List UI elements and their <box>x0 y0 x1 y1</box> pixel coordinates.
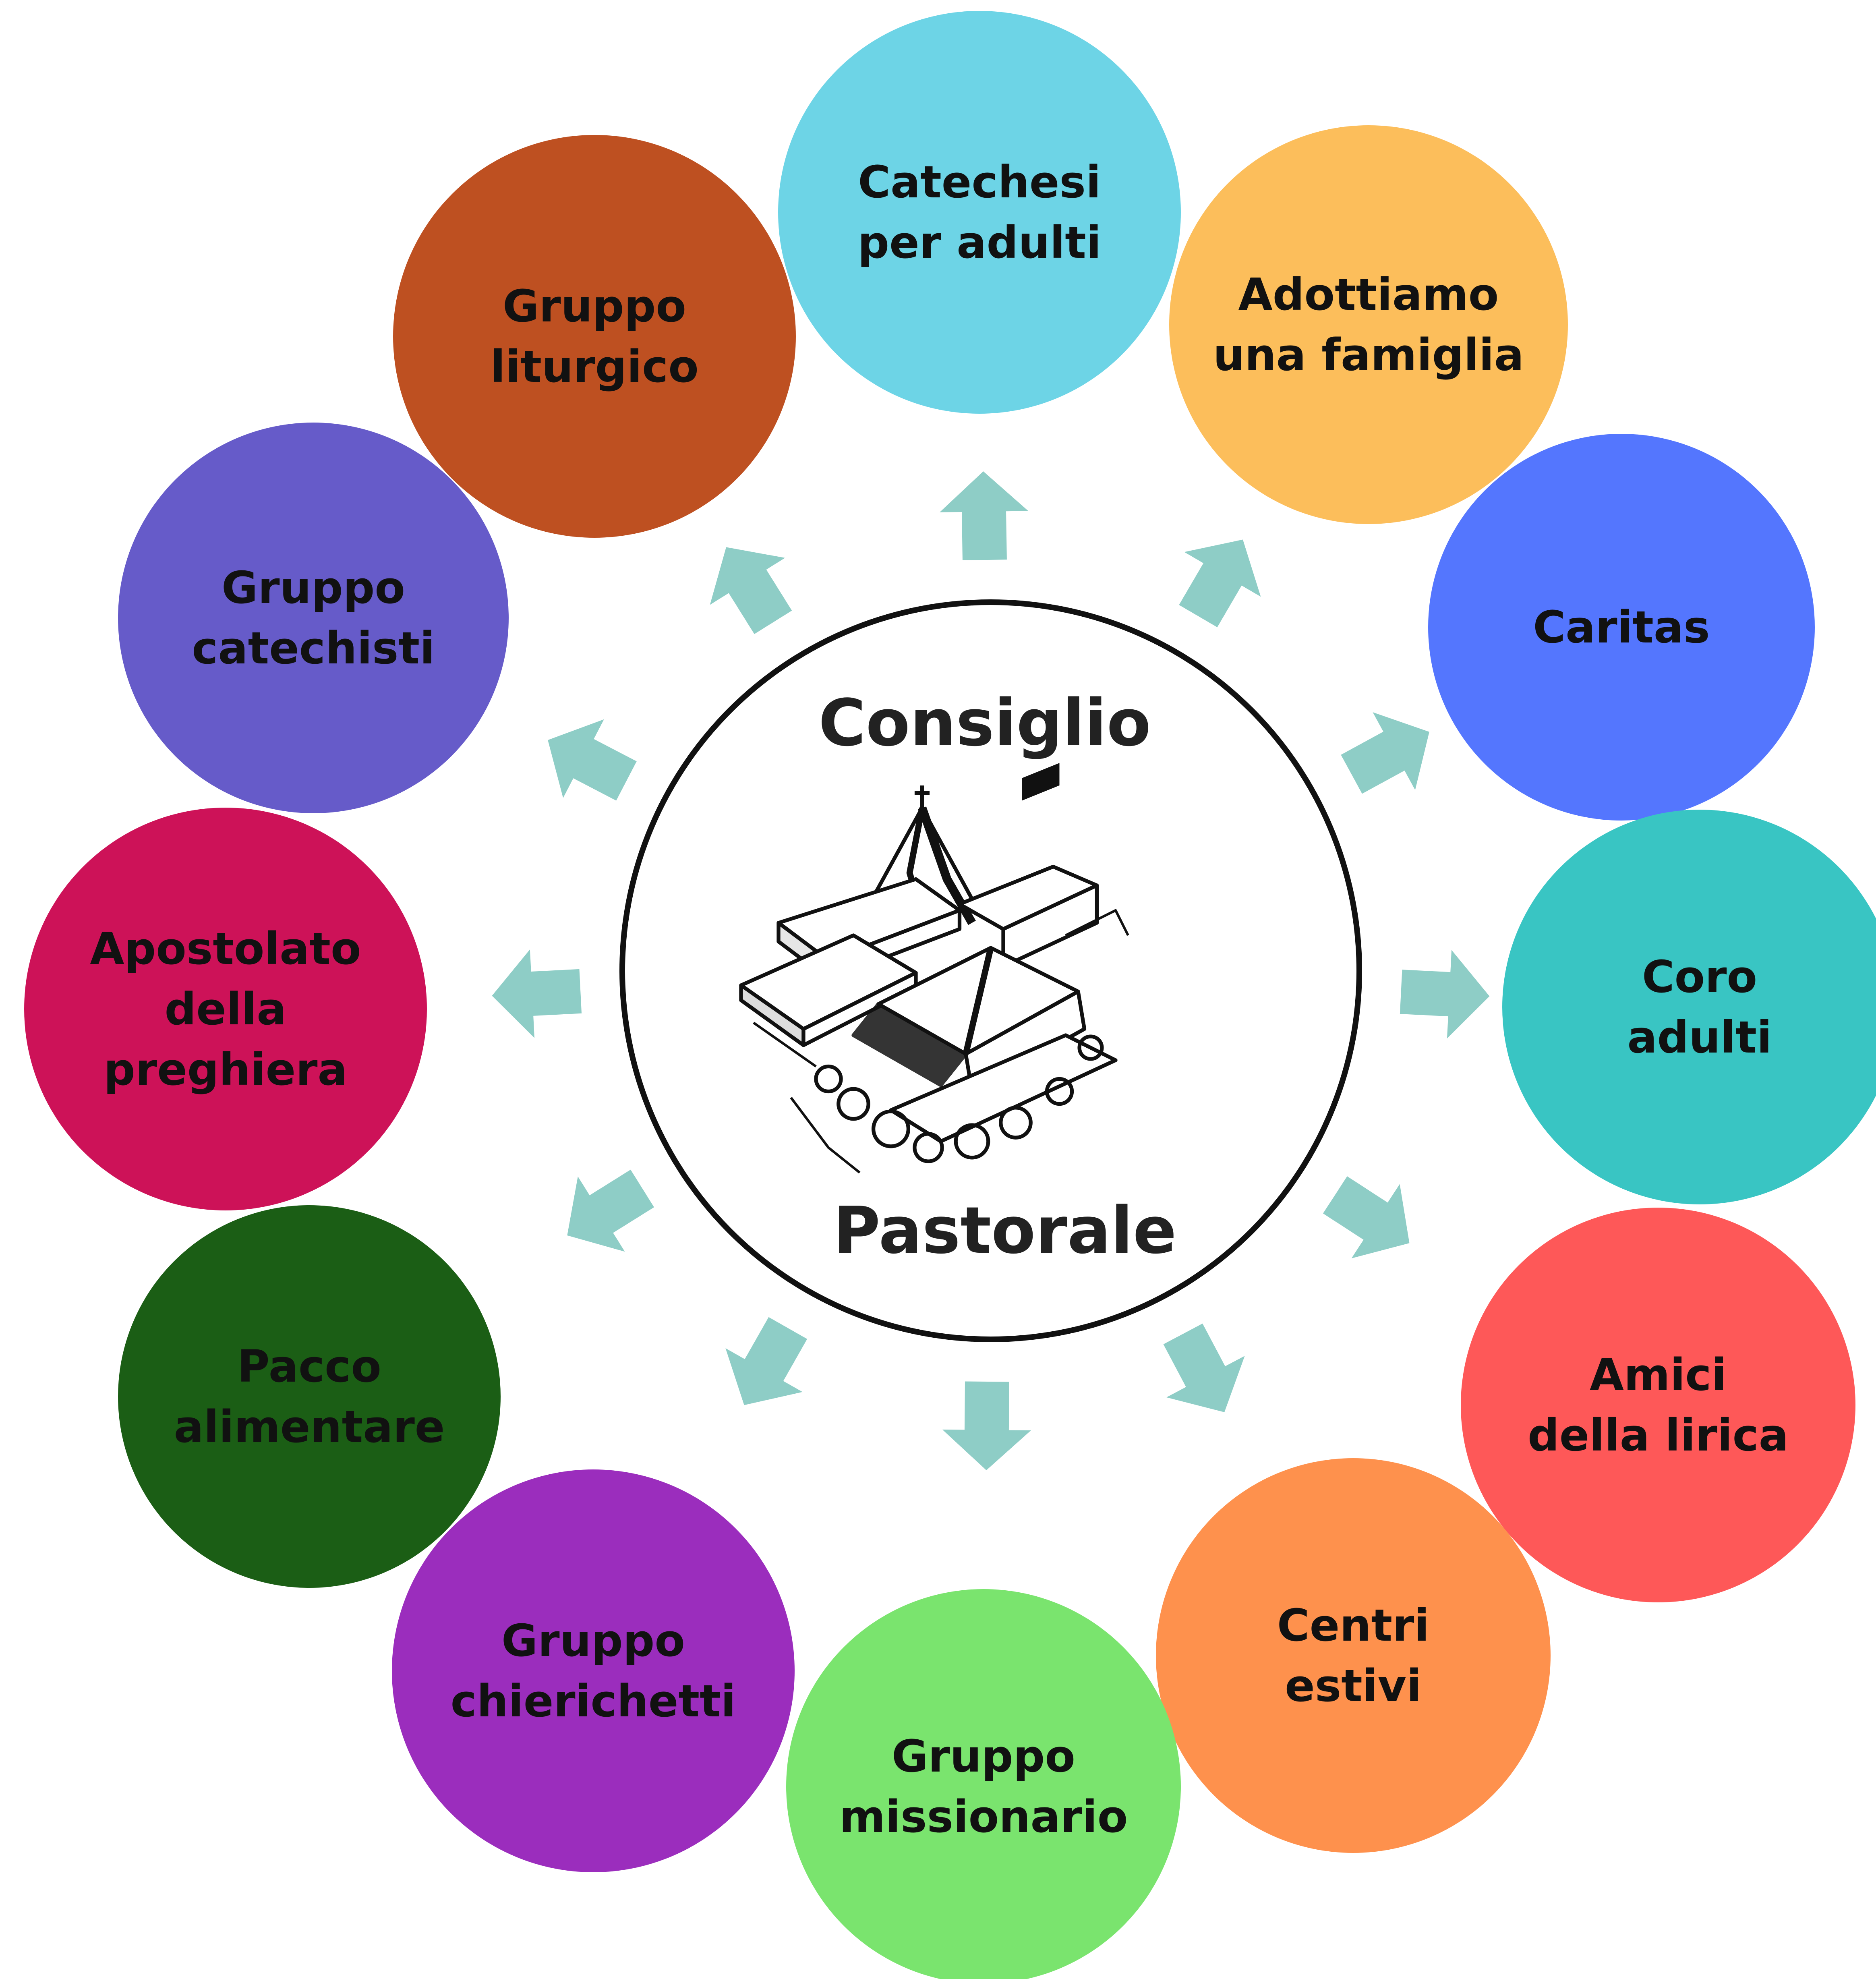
group-label-apostolato-della-preghiera-line1: Apostolato <box>90 923 361 974</box>
arrow-to-gruppo-missionario <box>942 1381 1031 1470</box>
group-label-gruppo-missionario-line1: Gruppo <box>892 1730 1075 1782</box>
group-node-gruppo-liturgico: Gruppo liturgico <box>393 135 796 538</box>
group-circle-catechesi-per-adulti <box>778 11 1181 414</box>
center-title-line2: Pastorale <box>833 1193 1177 1268</box>
arrow-to-gruppo-liturgico <box>710 547 792 634</box>
group-node-gruppo-missionario: Gruppo missionario <box>786 1589 1181 1979</box>
church-sketch-image <box>739 763 1129 1174</box>
arrow-to-amici-della-lirica <box>1323 1176 1410 1258</box>
group-circle-adottiamo-una-famiglia <box>1169 125 1568 524</box>
center-title-line1: Consiglio <box>818 685 1151 761</box>
arrow-to-pacco-alimentare <box>567 1169 654 1252</box>
group-circle-gruppo-catechisti <box>118 423 509 813</box>
group-label-gruppo-chierichetti-line1: Gruppo <box>501 1615 685 1666</box>
group-circle-coro-adulti <box>1502 810 1876 1204</box>
group-label-apostolato-della-preghiera-line2: della <box>165 983 287 1035</box>
group-label-amici-della-lirica-line2: della lirica <box>1528 1409 1789 1461</box>
group-label-adottiamo-una-famiglia-line1: Adottiamo <box>1238 269 1499 320</box>
group-node-caritas: Caritas <box>1428 434 1815 821</box>
arrow-to-coro-adulti <box>1400 950 1490 1039</box>
group-label-gruppo-catechisti-line1: Gruppo <box>222 562 405 613</box>
group-label-gruppo-liturgico-line2: liturgico <box>490 341 699 392</box>
group-label-catechesi-per-adulti-line2: per adulti <box>857 217 1101 268</box>
group-node-gruppo-chierichetti: Gruppo chierichetti <box>392 1469 795 1872</box>
group-label-gruppo-catechisti-line2: catechisti <box>192 622 435 674</box>
arrow-to-caritas <box>1341 712 1429 794</box>
group-label-gruppo-missionario-line2: missionario <box>839 1791 1128 1842</box>
arrow-to-adottiamo-una-famiglia <box>1179 539 1261 628</box>
group-node-gruppo-catechisti: Gruppo catechisti <box>118 423 509 813</box>
group-circle-gruppo-missionario <box>786 1589 1181 1979</box>
arrow-to-gruppo-chierichetti <box>725 1317 808 1405</box>
group-label-amici-della-lirica-line1: Amici <box>1590 1349 1727 1401</box>
group-circle-gruppo-liturgico <box>393 135 796 538</box>
group-label-coro-adulti-line2: adulti <box>1627 1011 1772 1063</box>
group-node-apostolato-della-preghiera: Apostolato della preghiera <box>24 808 427 1210</box>
group-node-coro-adulti: Coro adulti <box>1502 810 1876 1204</box>
group-circle-apostolato-della-preghiera <box>24 808 427 1210</box>
group-node-centri-estivi: Centri estivi <box>1156 1458 1551 1853</box>
group-circle-gruppo-chierichetti <box>392 1469 795 1872</box>
arrow-to-catechesi-per-adulti <box>940 471 1029 560</box>
group-label-pacco-alimentare-line2: alimentare <box>174 1401 445 1453</box>
group-node-amici-della-lirica: Amici della lirica <box>1461 1208 1855 1602</box>
group-label-centri-estivi-line2: estivi <box>1285 1660 1422 1712</box>
group-node-catechesi-per-adulti: Catechesi per adulti <box>778 11 1181 414</box>
group-circle-amici-della-lirica <box>1461 1208 1855 1602</box>
group-node-pacco-alimentare: Pacco alimentare <box>118 1205 501 1588</box>
group-label-gruppo-liturgico-line1: Gruppo <box>503 280 686 332</box>
center-node: Consiglio <box>619 599 1362 1342</box>
arrow-to-apostolato-della-preghiera <box>492 949 582 1038</box>
group-label-catechesi-per-adulti-line1: Catechesi <box>858 156 1101 208</box>
group-node-adottiamo-una-famiglia: Adottiamo una famiglia <box>1169 125 1568 524</box>
group-label-coro-adulti-line1: Coro <box>1642 951 1757 1003</box>
group-label-gruppo-chierichetti-line2: chierichetti <box>451 1675 736 1727</box>
group-circle-caritas <box>1428 434 1815 821</box>
arrow-to-centri-estivi <box>1163 1323 1245 1412</box>
group-label-caritas-line1: Caritas <box>1533 601 1710 653</box>
group-label-apostolato-della-preghiera-line3: preghiera <box>104 1044 347 1095</box>
group-label-adottiamo-una-famiglia-line2: una famiglia <box>1213 329 1524 381</box>
arrow-to-gruppo-catechisti <box>548 719 637 801</box>
arrows-layer <box>492 471 1490 1470</box>
group-label-pacco-alimentare-line1: Pacco <box>237 1341 381 1392</box>
group-circle-centri-estivi <box>1156 1458 1551 1853</box>
group-circle-pacco-alimentare <box>118 1205 501 1588</box>
group-label-centri-estivi-line1: Centri <box>1277 1600 1429 1651</box>
